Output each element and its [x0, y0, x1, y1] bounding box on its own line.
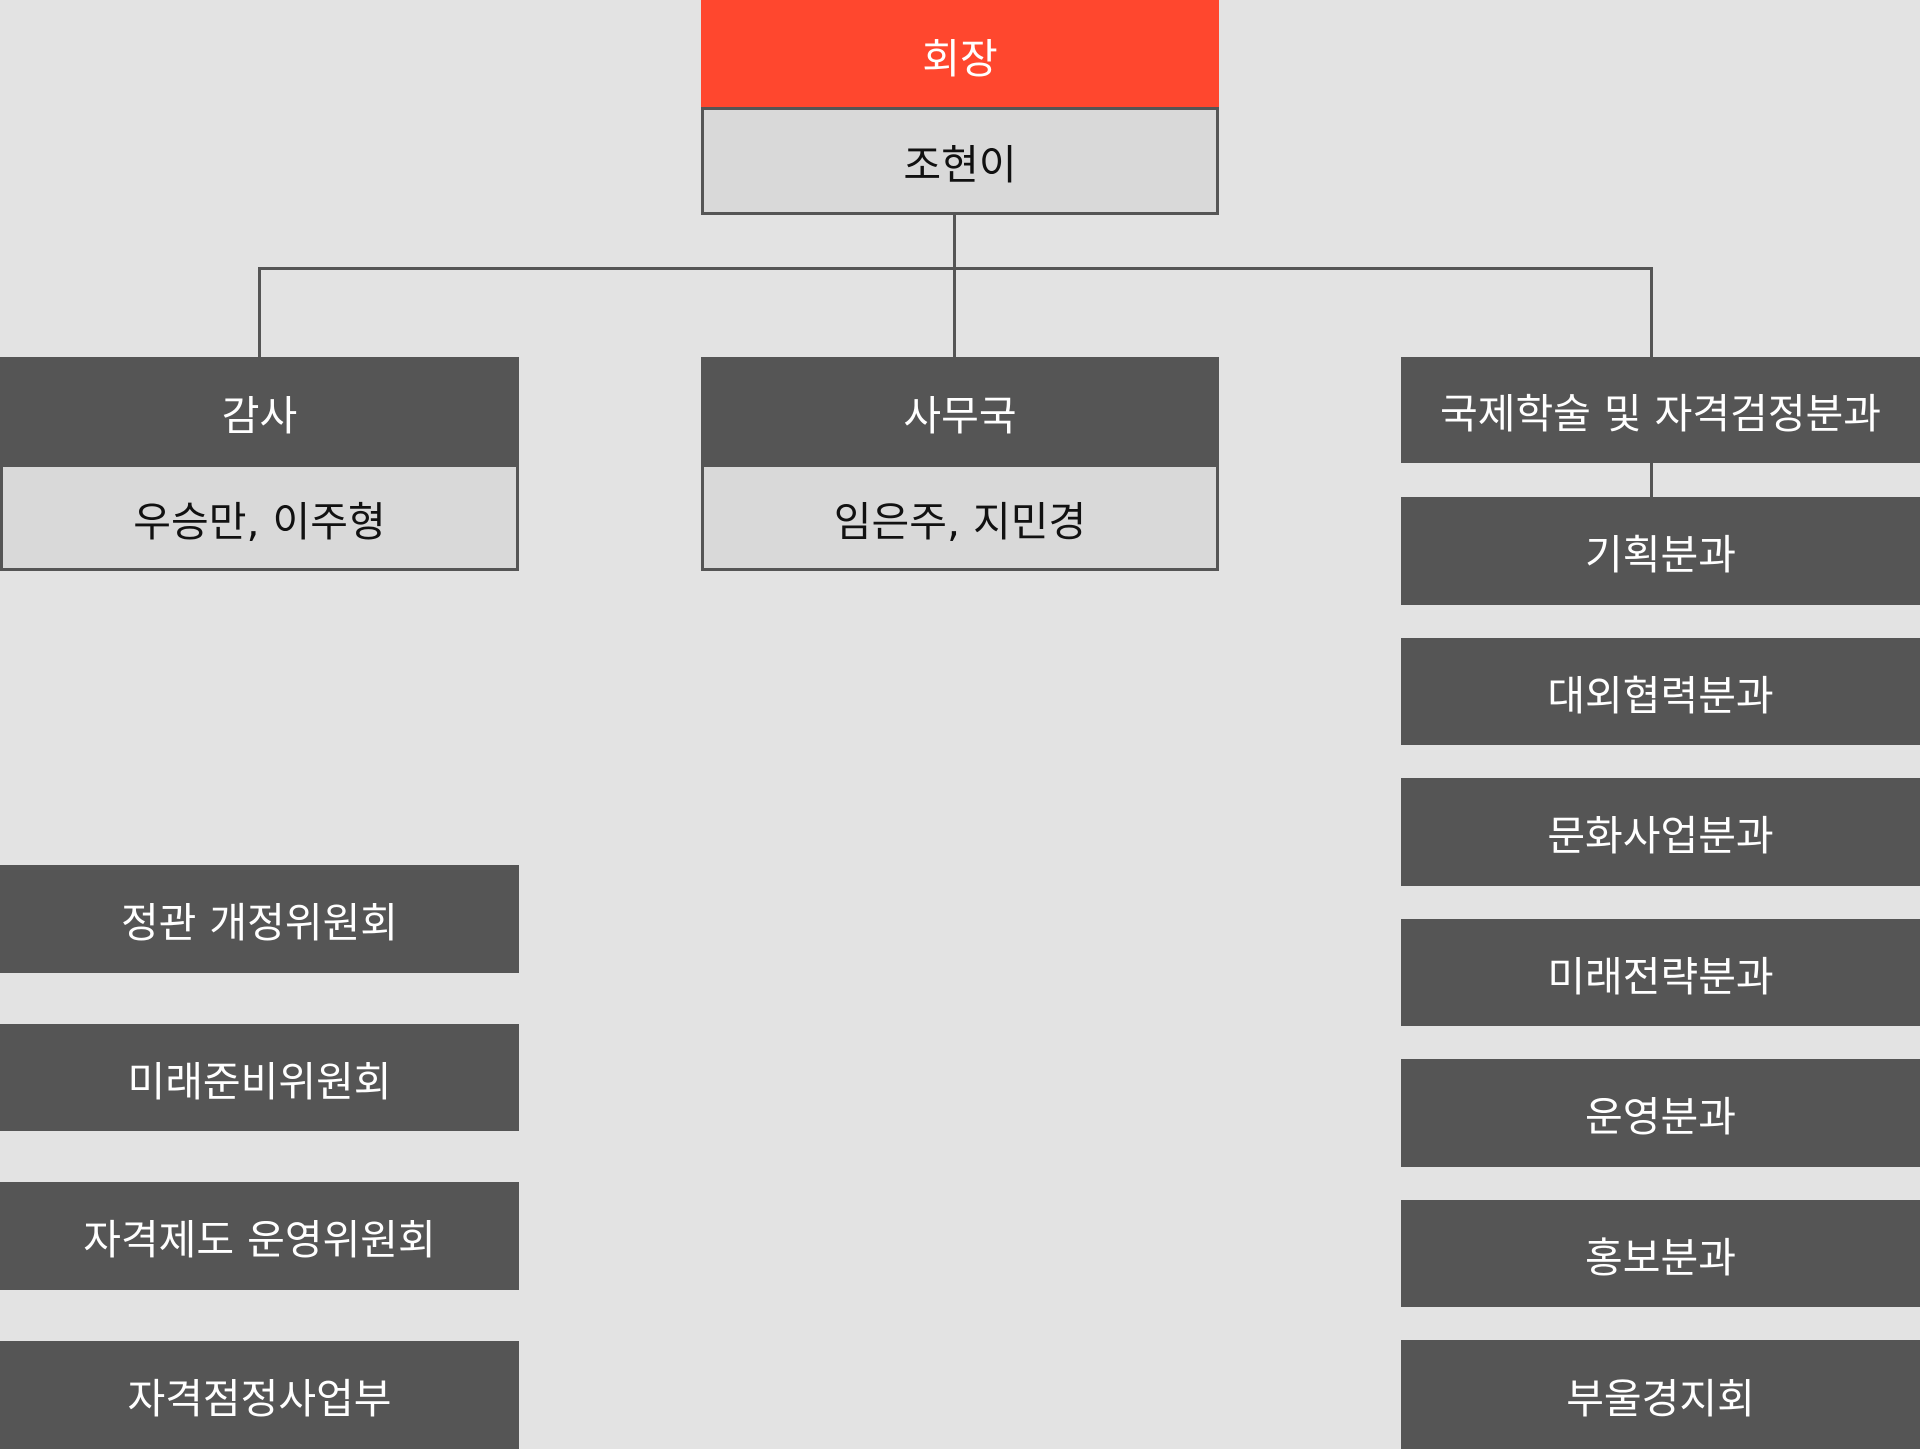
committee-label: 정관 개정위원회	[120, 899, 399, 947]
connector-horizontal	[258, 267, 1653, 270]
connector-president-down	[953, 214, 956, 358]
secretariat-names: 임은주, 지민경	[833, 497, 1087, 546]
subdivision-box: 부울경지회	[1401, 1340, 1920, 1449]
committee-box: 자격제도 운영위원회	[0, 1182, 519, 1290]
secretariat-names-box: 임은주, 지민경	[701, 464, 1219, 571]
committee-label: 미래준비위원회	[127, 1057, 392, 1106]
subdivision-box: 미래전략분과	[1401, 919, 1920, 1026]
subdivision-label: 부울경지회	[1566, 1374, 1755, 1423]
committee-label: 자격제도 운영위원회	[83, 1216, 436, 1264]
president-title-box: 회장	[701, 0, 1219, 109]
subdivision-label: 대외협력분과	[1547, 671, 1774, 720]
secretariat-title-box: 사무국	[701, 357, 1219, 466]
subdivision-box: 문화사업분과	[1401, 778, 1920, 886]
president-title: 회장	[922, 34, 998, 83]
subdivision-label: 운영분과	[1585, 1093, 1736, 1141]
subdivision-label: 기획분과	[1585, 531, 1736, 579]
committee-box: 자격점정사업부	[0, 1341, 519, 1449]
secretariat-title: 사무국	[903, 391, 1017, 440]
subdivision-box: 운영분과	[1401, 1059, 1920, 1167]
audit-names-box: 우승만, 이주형	[0, 464, 519, 571]
president-name: 조현이	[903, 141, 1017, 189]
subdivision-label: 미래전략분과	[1547, 952, 1774, 1001]
international-title: 국제학술 및 자격검정분과	[1440, 390, 1881, 438]
committee-box: 정관 개정위원회	[0, 865, 519, 973]
audit-title: 감사	[221, 391, 298, 440]
committee-box: 미래준비위원회	[0, 1024, 519, 1131]
audit-names: 우승만, 이주형	[133, 497, 386, 546]
subdivision-box: 대외협력분과	[1401, 638, 1920, 745]
international-title-box: 국제학술 및 자격검정분과	[1401, 357, 1920, 463]
subdivision-label: 문화사업분과	[1547, 812, 1774, 860]
subdivision-label: 홍보분과	[1585, 1233, 1736, 1282]
audit-title-box: 감사	[0, 357, 519, 466]
subdivision-box: 기획분과	[1401, 497, 1920, 605]
committee-label: 자격점정사업부	[127, 1375, 392, 1423]
connector-international-sub	[1650, 462, 1653, 498]
connector-international-drop	[1650, 267, 1653, 358]
subdivision-box: 홍보분과	[1401, 1200, 1920, 1307]
connector-audit-drop	[258, 267, 261, 358]
president-name-box: 조현이	[701, 107, 1219, 215]
